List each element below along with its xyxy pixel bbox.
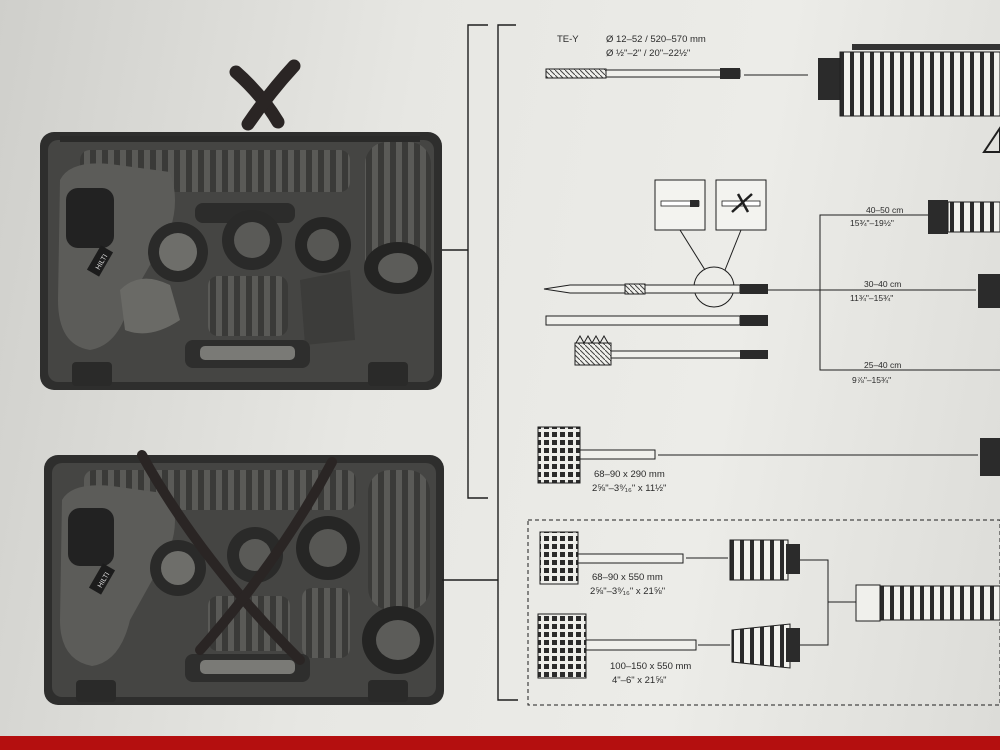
extension-1-metric: 40–50 cm (866, 205, 904, 215)
core-bit-1-metric: 68–90 x 290 mm (594, 469, 665, 480)
extension-tube-2 (978, 274, 1000, 308)
marker-cross-out (137, 450, 337, 665)
flat-chisel (545, 315, 768, 326)
bellows-top (818, 44, 1000, 117)
extension-tube-3 (980, 438, 1000, 476)
drill-bit-model: TE-Y (557, 34, 579, 45)
drill-bit-imperial: Ø ½"–2" / 20"–22½" (606, 48, 691, 59)
extension-3-metric: 25–40 cm (864, 360, 902, 370)
chisel-allowed-icon (654, 179, 706, 231)
core-bit-1-imperial: 2⅝"–3⁹⁄₁₆" x 11½" (592, 483, 667, 494)
core-bit-2-imperial: 2⅝"–3⁹⁄₁₆" x 21⅝" (590, 586, 666, 597)
ribbed-extension (855, 584, 1000, 622)
core-bit-3-imperial: 4"–6" x 21⅝" (612, 675, 667, 686)
marker-x-mark (229, 59, 301, 131)
grouping-brackets (442, 24, 518, 701)
red-table-edge (0, 736, 1000, 750)
extension-1-imperial: 15¾"–19½" (850, 218, 894, 228)
core-bit-3-metric: 100–150 x 550 mm (610, 661, 692, 672)
core-bit-290 (537, 426, 656, 484)
callout-lines (679, 229, 742, 308)
warning-triangle-icon (982, 126, 1000, 153)
extension-2-imperial: 11¾"–15¾" (850, 293, 894, 303)
extension-3-imperial: 9⅞"–15¾" (852, 375, 892, 385)
core-bit-group-box (527, 519, 1000, 706)
tool-case-bottom: HILTI (44, 455, 444, 705)
adapter-bellows-large (731, 623, 800, 669)
extension-bracket (819, 214, 1000, 371)
tool-case-top: HILTI (40, 132, 442, 390)
connector-lines (686, 557, 856, 646)
te-y-drill-bit (545, 68, 808, 79)
pointed-chisel (543, 283, 768, 295)
drill-bit-metric: Ø 12–52 / 520–570 mm (606, 34, 706, 45)
core-bit-550-large (537, 613, 697, 679)
extension-2-metric: 30–40 cm (864, 279, 902, 289)
bushing-tool (574, 334, 768, 366)
core-bit-550-small (539, 531, 684, 585)
extension-tube-1 (928, 200, 1000, 234)
chisel-crossed-icon (715, 179, 767, 231)
core-bit-2-metric: 68–90 x 550 mm (592, 572, 663, 583)
adapter-bellows-small (729, 539, 800, 581)
